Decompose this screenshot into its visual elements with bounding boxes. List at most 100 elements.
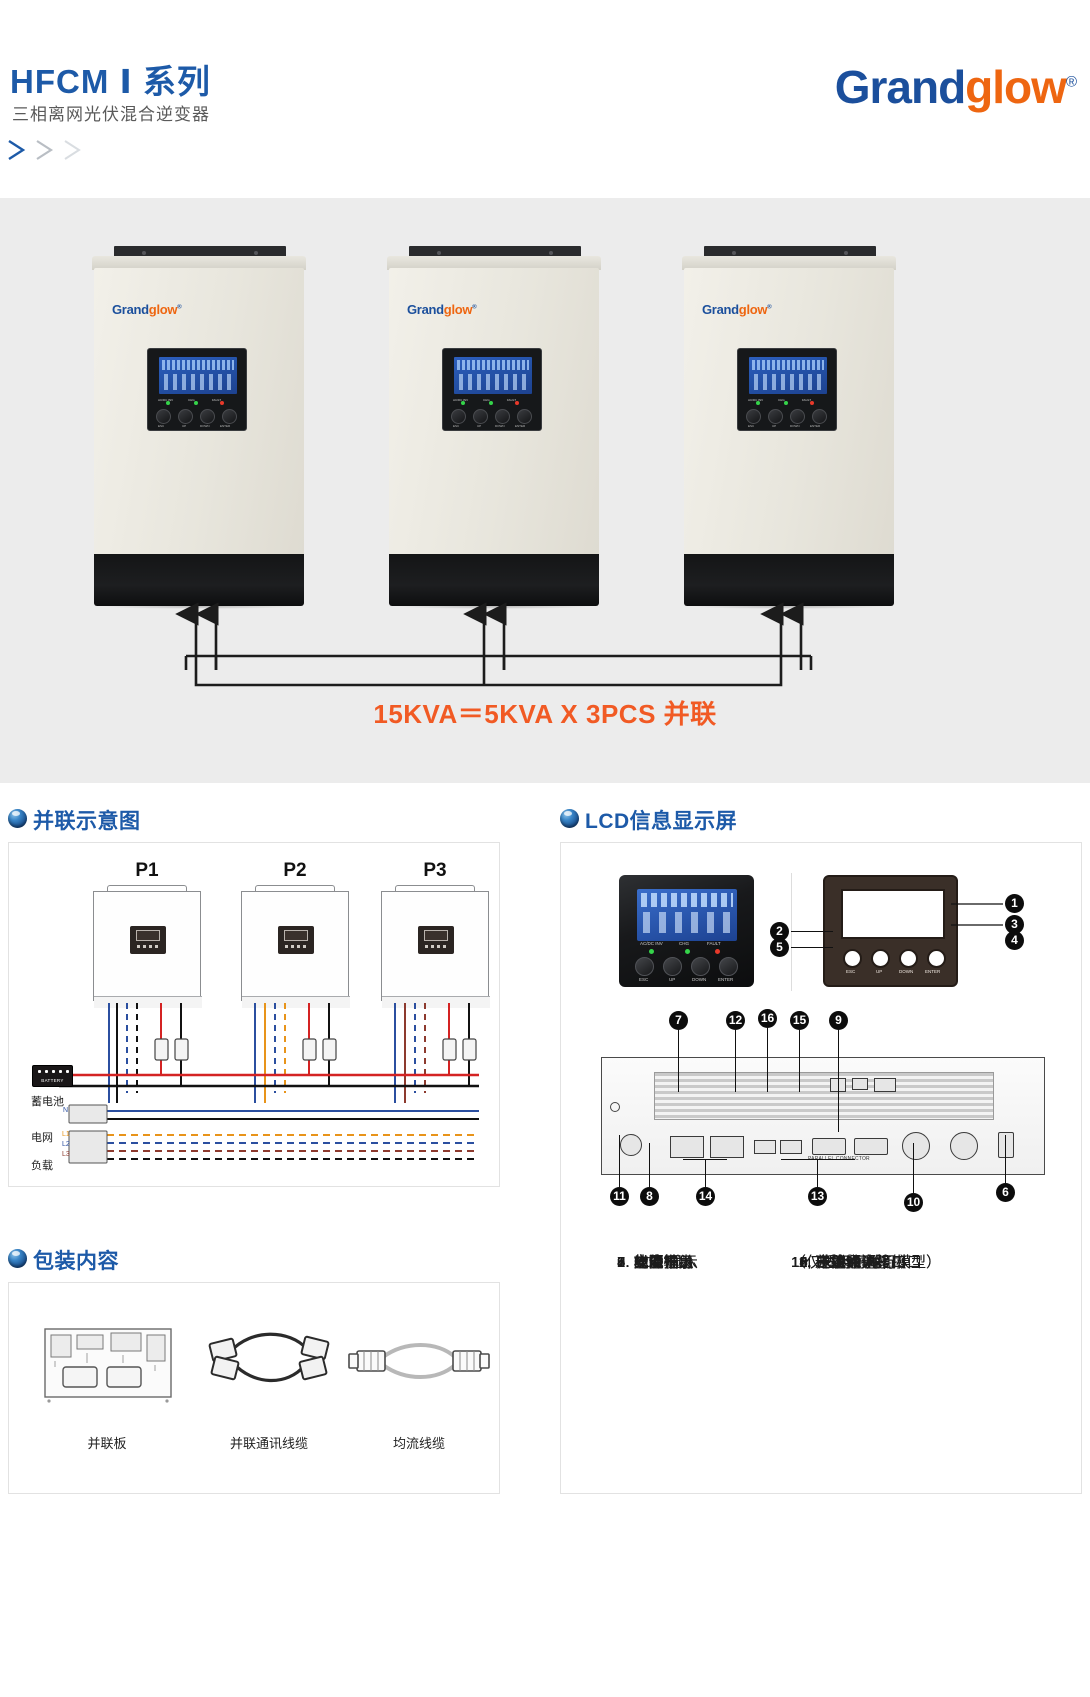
enter-label: ENTER	[718, 977, 734, 982]
chevron-right-icon	[6, 138, 30, 162]
enter-button[interactable]	[517, 409, 532, 424]
led-ac-dc-inv	[461, 401, 465, 405]
esc-button[interactable]	[156, 409, 171, 424]
down-button[interactable]	[495, 409, 510, 424]
unit-base	[684, 554, 894, 606]
legend-item: 5. 功能键	[617, 1254, 679, 1271]
current-sharing-port	[754, 1140, 776, 1154]
unit-body: Grandglow® AC/DC INV CHG FAULT ESC UP	[94, 268, 304, 558]
terminal-letter-n: N	[63, 1107, 69, 1114]
unit-screen	[278, 926, 314, 954]
callout-16: 16	[758, 1009, 777, 1028]
enter-label: ENTER	[810, 424, 821, 428]
up-label: UP	[772, 424, 777, 428]
unit-base	[94, 554, 304, 606]
enter-button[interactable]	[719, 957, 738, 976]
callout-line	[649, 1143, 651, 1187]
up-button[interactable]	[663, 957, 682, 976]
overload-protector	[620, 1134, 642, 1156]
sphere-bullet-icon	[8, 809, 27, 828]
parallel-diagram-card: P1 P2 P3	[8, 842, 500, 1187]
enter-button[interactable]	[222, 409, 237, 424]
led-label: FAULT	[507, 398, 517, 402]
legend-item: 8. 交流输出	[617, 1254, 694, 1271]
legend-item: 11. 过载保护器	[791, 1254, 890, 1271]
legend-item: 15. 干接点	[791, 1254, 862, 1271]
callout-line	[913, 1143, 915, 1193]
lcd-front-panel-photo: AC/DC INV CHG FAULT ESC UP DOWN ENTER	[619, 875, 754, 987]
page-header: HFCM Ⅰ 系列 三相离网光伏混合逆变器 Grandglow®	[0, 0, 1090, 200]
led-label: AC/DC INV	[158, 398, 174, 402]
button-row: ESC UP DOWN ENTER	[746, 409, 830, 429]
led-indicator-row: AC/DC INV CHG FAULT	[748, 398, 828, 406]
enter-button[interactable]	[812, 409, 827, 424]
parallel-board-illustration	[44, 1328, 172, 1403]
down-label: DOWN	[790, 424, 800, 428]
pv-input-port	[902, 1132, 930, 1160]
esc-button[interactable]	[451, 409, 466, 424]
legend-item-note: （仅适用于并行模型）	[791, 1254, 942, 1271]
current-sharing-cable-illustration	[348, 1343, 490, 1379]
led-indicator-row: AC/DC INV CHG FAULT	[158, 398, 238, 406]
legend-item: 16. USB通讯接口	[791, 1254, 907, 1271]
front-button-row: ESC UP DOWN ENTER	[635, 957, 743, 985]
led-label: FAULT	[212, 398, 222, 402]
unit-base	[389, 554, 599, 606]
unit-brand-mark: ®	[177, 304, 182, 311]
parallel-comm-port-1	[812, 1138, 846, 1155]
esc-label: ESC	[639, 977, 649, 982]
down-button[interactable]	[200, 409, 215, 424]
callout-line	[1005, 1135, 1007, 1183]
led-indicator-row: AC/DC INV CHG FAULT	[453, 398, 533, 406]
control-panel: AC/DC INV CHG FAULT ESC UP DOWN ENTER	[737, 348, 837, 431]
outline-esc-label: ESC	[846, 969, 856, 974]
led-fault	[220, 401, 224, 405]
ground-icon	[610, 1102, 620, 1112]
led-label: AC/DC INV	[748, 398, 764, 402]
callout-line	[767, 1028, 769, 1092]
outline-enter-label: ENTER	[925, 969, 941, 974]
sphere-bullet-icon	[560, 809, 579, 828]
unit-top-cover	[92, 256, 306, 270]
down-button[interactable]	[790, 409, 805, 424]
legend-item: 3. 充电指示	[617, 1254, 694, 1271]
control-panel: AC/DC INV CHG FAULT ESC UP DOWN ENTER	[442, 348, 542, 431]
package-item-caption: 均流线缆	[392, 1436, 445, 1451]
esc-label: ESC	[748, 424, 755, 428]
down-label: DOWN	[692, 977, 707, 982]
led-chg	[784, 401, 788, 405]
lcd-info-card: AC/DC INV CHG FAULT ESC UP DOWN ENTER ES…	[560, 842, 1082, 1494]
esc-label: ESC	[453, 424, 460, 428]
outline-up-label: UP	[876, 969, 883, 974]
esc-button[interactable]	[746, 409, 761, 424]
callout-9: 9	[829, 1011, 848, 1030]
up-button[interactable]	[473, 409, 488, 424]
down-label: DOWN	[495, 424, 505, 428]
section-title: 包装内容	[33, 1250, 119, 1273]
unit-brand-logo: Grandglow®	[702, 302, 772, 317]
led-fault	[515, 401, 519, 405]
callout-14: 14	[696, 1187, 715, 1206]
unit-label: P3	[423, 860, 447, 881]
package-item-caption: 并联板	[87, 1436, 127, 1451]
outline-up-button	[871, 949, 890, 968]
callout-line	[791, 931, 833, 933]
package-contents-card: 并联板 并联通讯线缆	[8, 1282, 500, 1494]
label-load: 负载	[31, 1160, 53, 1172]
lcd-screen	[159, 357, 237, 394]
parallel-comm-cable-illustration	[208, 1332, 330, 1383]
unit-top-cover	[387, 256, 601, 270]
up-button[interactable]	[768, 409, 783, 424]
button-row: ESC UP DOWN ENTER	[156, 409, 240, 429]
unit-label: P2	[283, 860, 307, 881]
unit-top-cover	[682, 256, 896, 270]
esc-button[interactable]	[635, 957, 654, 976]
down-button[interactable]	[691, 957, 710, 976]
terminal-letter-l1: L1	[62, 1131, 70, 1138]
front-led-row: AC/DC INV CHG FAULT	[640, 941, 737, 957]
up-button[interactable]	[178, 409, 193, 424]
up-label: UP	[669, 977, 676, 982]
led-label: AC/DC INV	[640, 941, 663, 946]
battery-icon-label: BATTERY	[41, 1078, 64, 1083]
led-fault	[810, 401, 814, 405]
